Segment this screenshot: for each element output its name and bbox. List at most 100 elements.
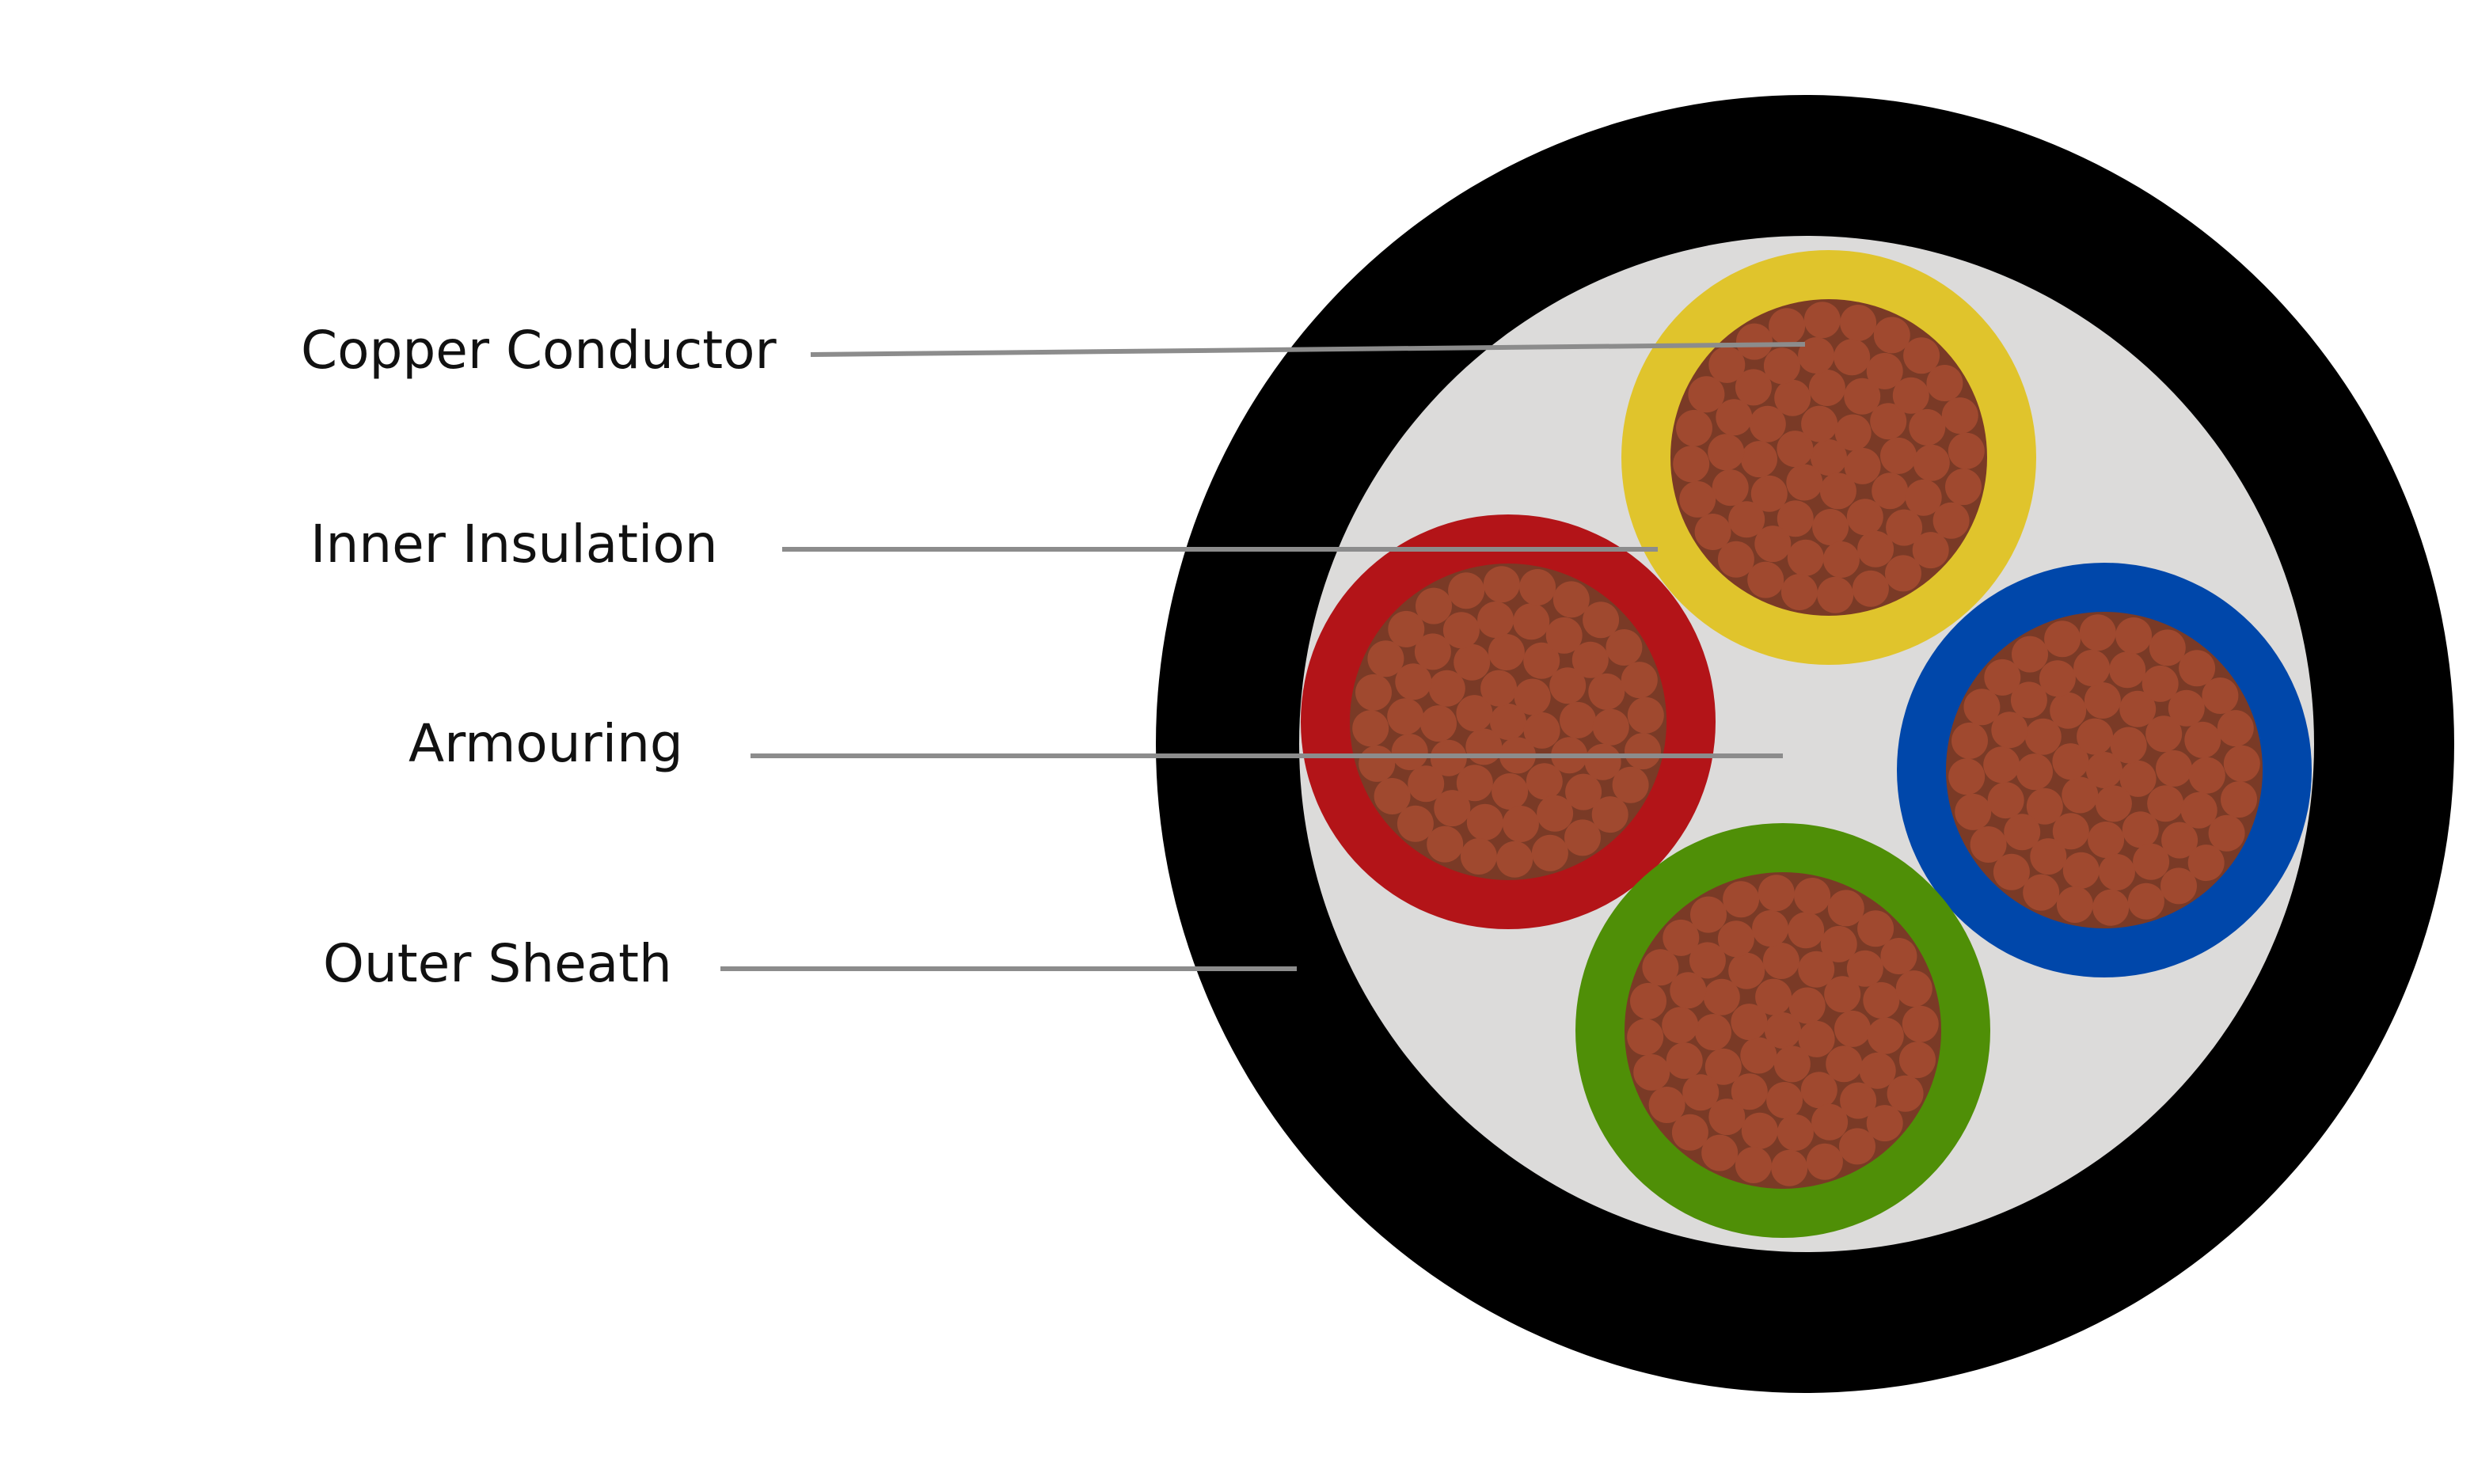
copper-strand [2044,621,2081,658]
copper-conductor-leader-line [810,342,1806,357]
copper-strand [2073,650,2111,686]
copper-strand [1826,1046,1863,1083]
copper-strand [2110,727,2147,764]
copper-strand [2221,781,2257,818]
copper-strand [1442,612,1480,649]
copper-strand [1387,698,1424,735]
copper-strand [2039,660,2076,697]
copper-strand [1987,782,2024,819]
copper-strand [1824,976,1861,1013]
copper-strand [1488,634,1525,670]
copper-strand [1909,408,1946,446]
copper-strand [1880,938,1917,974]
inner-insulation-label: Inner Insulation [310,514,718,575]
copper-strand [2179,650,2216,687]
copper-strand [1670,972,1707,1009]
copper-strand [1819,473,1856,510]
copper-strand [1523,712,1560,749]
copper-strand [1926,365,1963,401]
armouring [1299,236,2314,1252]
copper-strand [1912,532,1949,569]
copper-strand [1448,572,1485,609]
copper-strand [1673,446,1710,483]
copper-strand [1808,370,1845,406]
copper-strand [2062,776,2099,814]
copper-strand [1794,878,1831,914]
copper-strand [1621,662,1658,699]
copper-strand [2168,689,2205,727]
copper-strand [1859,1052,1896,1089]
copper-strand [1584,743,1621,780]
copper-strand [1717,920,1754,958]
copper-strand [1456,765,1493,802]
copper-strand [2098,854,2135,890]
copper-strand [1523,642,1560,679]
copper-strand [1588,673,1625,710]
copper-strand [2127,882,2164,920]
copper-strand [1704,1048,1742,1085]
copper-strand [1740,1037,1777,1074]
copper-strand [1388,610,1425,647]
copper-strand [1662,1007,1699,1044]
copper-strand [1537,795,1574,832]
copper-strand [2115,617,2153,654]
copper-strand [1545,617,1583,654]
copper-strand [1758,875,1795,912]
copper-strand [1741,441,1777,478]
copper-strand [1708,346,1746,383]
copper-strand [1754,526,1792,563]
copper-strand [1903,337,1940,374]
copper-strand [1798,337,1835,374]
copper-strand [1892,377,1929,414]
copper-strand [1723,881,1760,918]
copper-strand [1454,643,1491,681]
copper-strand [1666,1042,1703,1080]
red-core [1301,514,1716,929]
copper-strand [2092,889,2130,926]
armouring-label: Armouring [409,713,683,774]
copper-strand [2223,745,2260,782]
copper-strand [1397,805,1434,842]
copper-strand [2149,629,2186,666]
copper-strand [2147,785,2184,822]
copper-strand [1477,602,1514,638]
copper-strand [1367,640,1404,677]
copper-strand [1496,841,1533,878]
copper-strand [1777,431,1814,468]
copper-strand [1798,1020,1835,1057]
copper-strand [2084,682,2121,719]
copper-strand [1690,896,1727,933]
copper-strand [1747,561,1784,598]
copper-strand [1811,1103,1849,1141]
yellow-core [1621,250,2036,665]
copper-strand [1777,500,1814,537]
copper-strand [1769,308,1806,345]
copper-strand [1834,339,1871,376]
copper-strand [1895,970,1932,1008]
copper-strand [2026,788,2063,825]
copper-strand [1642,949,1679,986]
copper-strand [1840,305,1877,341]
copper-strand [1625,733,1661,770]
copper-strand [2010,681,2047,719]
copper-strand [1717,541,1754,578]
copper-strand [1420,705,1457,742]
outer-sheath-label: Outer Sheath [323,933,672,994]
copper-strand [2052,743,2089,780]
copper-strand [1762,943,1799,979]
copper-strand [1583,602,1620,639]
copper-strand [1870,403,1907,440]
copper-strand [1688,376,1725,413]
copper-strand [2160,867,2197,905]
copper-strand [1750,475,1788,512]
copper-strand [1872,473,1909,510]
copper-strand [1460,838,1497,875]
copper-strands [1352,566,1664,878]
copper-strand [1755,978,1792,1015]
copper-strand [1513,603,1550,640]
copper-strand [1863,981,1900,1019]
copper-strand [1735,369,1772,406]
copper-strand [1679,480,1716,518]
copper-strand [1571,641,1609,678]
copper-strand [2062,852,2100,889]
